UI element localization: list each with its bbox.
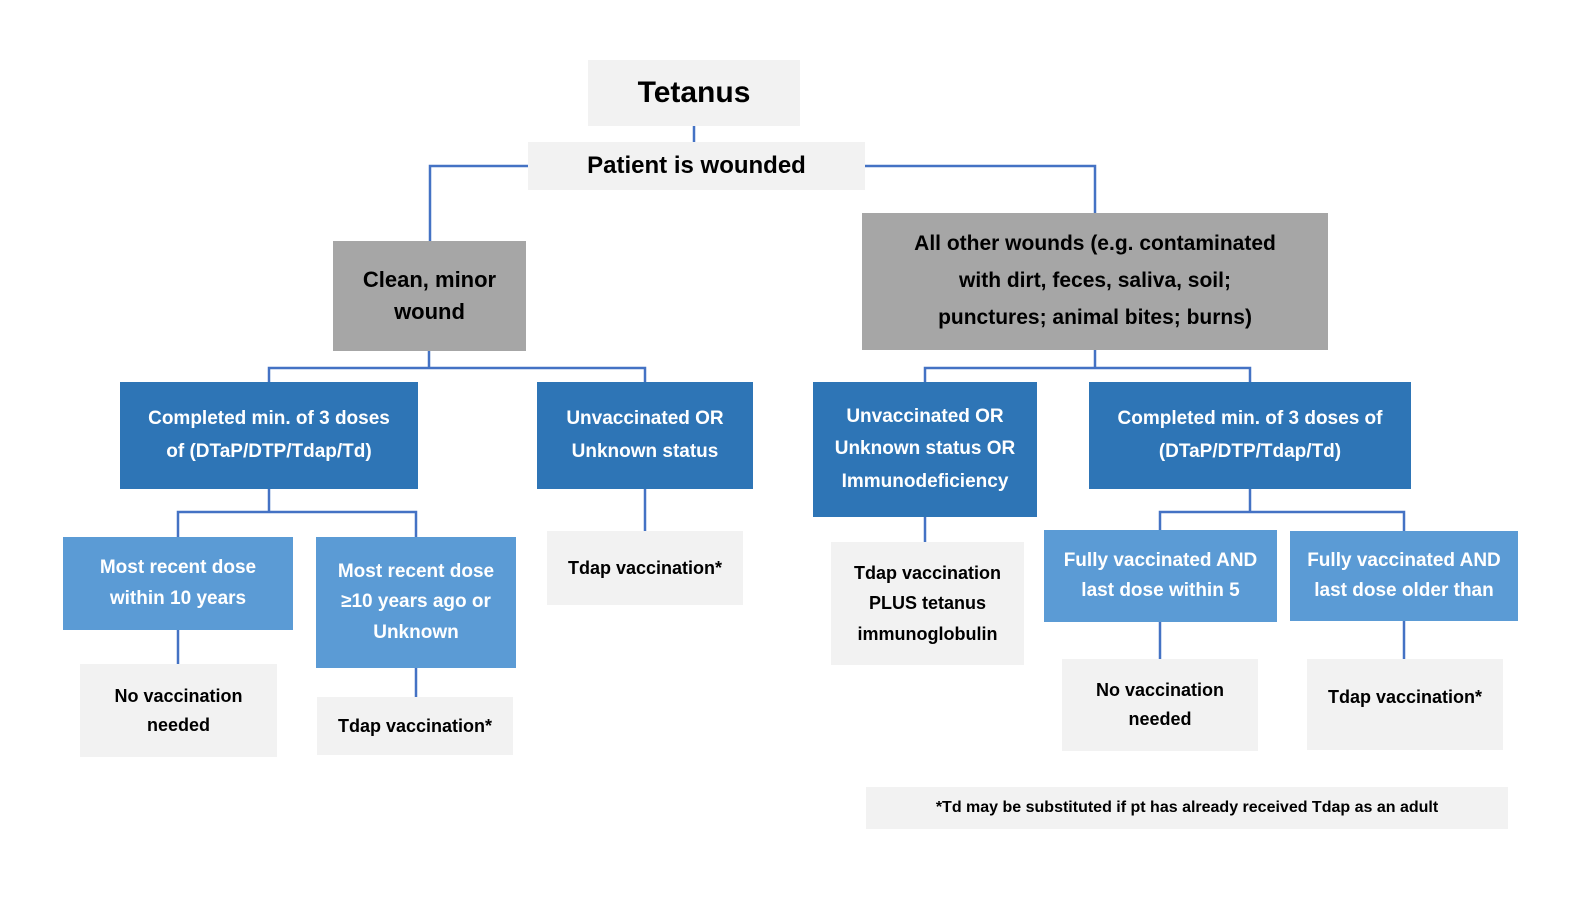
node-completed-3-doses-clean: Completed min. of 3 doses of (DTaP/DTP/T… <box>120 382 418 489</box>
node-unvaccinated-unknown-immunodeficiency: Unvaccinated OR Unknown status OR Immuno… <box>813 382 1037 517</box>
node-recent-dose-within-10-years: Most recent dose within 10 years <box>63 537 293 630</box>
node-no-vaccination-needed-clean: No vaccination needed <box>80 664 277 757</box>
connector-completedleft-children <box>176 510 418 537</box>
node-fully-vaccinated-older: Fully vaccinated AND last dose older tha… <box>1290 531 1518 621</box>
node-tdap-vaccination-ge-10: Tdap vaccination* <box>317 697 513 755</box>
connector-completedright-children <box>1158 510 1406 531</box>
node-tetanus-title: Tetanus <box>588 60 800 126</box>
node-tdap-vaccination-clean-unknown: Tdap vaccination* <box>547 531 743 605</box>
footnote-td-substitution: *Td may be substituted if pt has already… <box>866 787 1508 829</box>
connector-allother-children <box>923 366 1252 382</box>
node-unvaccinated-unknown-clean: Unvaccinated OR Unknown status <box>537 382 753 489</box>
node-all-other-wounds: All other wounds (e.g. contaminated with… <box>862 213 1328 350</box>
connector-patient-clean <box>428 164 528 241</box>
connector-clean-children <box>267 366 647 382</box>
node-completed-3-doses-other: Completed min. of 3 doses of (DTaP/DTP/T… <box>1089 382 1411 489</box>
node-tdap-vaccination-older: Tdap vaccination* <box>1307 659 1503 750</box>
node-recent-dose-10-years-or-unknown: Most recent dose ≥10 years ago or Unknow… <box>316 537 516 668</box>
node-patient-is-wounded: Patient is wounded <box>528 142 865 190</box>
node-fully-vaccinated-within-5: Fully vaccinated AND last dose within 5 <box>1044 530 1277 622</box>
node-tdap-plus-tetanus-immunoglobulin: Tdap vaccination PLUS tetanus immunoglob… <box>831 542 1024 665</box>
connector-patient-allother <box>865 164 1097 213</box>
node-no-vaccination-needed-other: No vaccination needed <box>1062 659 1258 751</box>
node-clean-minor-wound: Clean, minor wound <box>333 241 526 351</box>
